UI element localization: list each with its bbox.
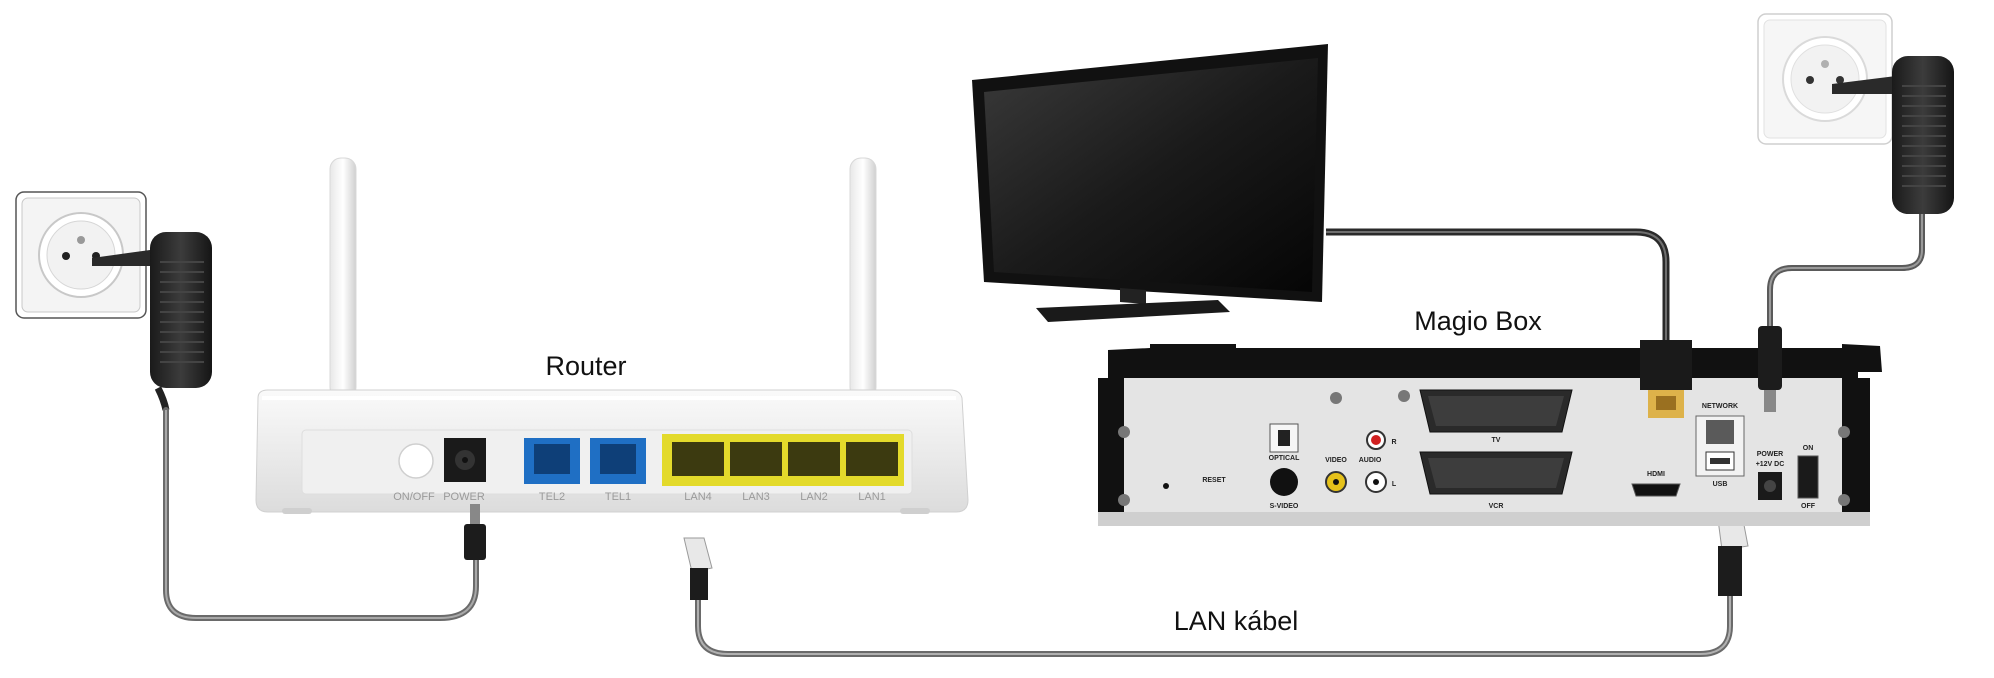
router-label: Router bbox=[545, 351, 626, 381]
box-label-video: VIDEO bbox=[1325, 457, 1347, 464]
box-label-tv: TV bbox=[1492, 437, 1501, 444]
box-label-reset: RESET bbox=[1202, 477, 1226, 484]
router-on-off-button bbox=[398, 443, 434, 479]
router: ON/OFF POWER TEL2 TEL1 LAN4 LAN3 LAN2 LA… bbox=[255, 157, 969, 514]
power-adapter-right bbox=[1832, 56, 1954, 214]
router-port-label-lan2: LAN2 bbox=[800, 491, 828, 503]
television bbox=[972, 44, 1328, 322]
box-label-hdmi: HDMI bbox=[1647, 471, 1665, 478]
box-label-network: NETWORK bbox=[1702, 403, 1738, 410]
router-lan-ports bbox=[662, 434, 904, 486]
box-label-audio-r: R bbox=[1391, 439, 1396, 446]
box-label-power: POWER bbox=[1757, 451, 1783, 458]
wall-socket-right bbox=[1757, 13, 1893, 145]
box-power-plug bbox=[1758, 326, 1782, 412]
box-label-power-rating: +12V DC bbox=[1756, 461, 1785, 468]
lan-plug-left bbox=[683, 537, 713, 600]
router-port-label-power: POWER bbox=[443, 491, 485, 503]
lan-cable-label: LAN kábel bbox=[1174, 606, 1299, 636]
box-label-on: ON bbox=[1803, 445, 1814, 452]
box-label-vcr: VCR bbox=[1489, 503, 1504, 510]
box-power-cable bbox=[1767, 214, 1925, 340]
box-label-off: OFF bbox=[1801, 503, 1816, 510]
box-label-s-video: S-VIDEO bbox=[1270, 503, 1299, 510]
router-port-label-tel1: TEL1 bbox=[605, 491, 631, 503]
power-adapter-left bbox=[92, 232, 212, 411]
box-label-optical: OPTICAL bbox=[1269, 455, 1300, 462]
router-port-label-tel2: TEL2 bbox=[539, 491, 565, 503]
router-power-plug bbox=[464, 504, 486, 560]
router-port-label-lan3: LAN3 bbox=[742, 491, 770, 503]
hdmi-plug bbox=[1640, 340, 1692, 418]
magio-box-label: Magio Box bbox=[1414, 306, 1542, 336]
router-antenna-right bbox=[849, 157, 877, 399]
router-tel-ports bbox=[524, 438, 646, 484]
router-port-label-lan1: LAN1 bbox=[858, 491, 886, 503]
box-label-usb: USB bbox=[1713, 481, 1728, 488]
router-antenna-left bbox=[329, 157, 357, 399]
router-port-label-on-off: ON/OFF bbox=[393, 491, 435, 503]
wall-socket-left bbox=[15, 191, 147, 319]
box-label-audio: AUDIO bbox=[1359, 457, 1382, 464]
router-port-label-lan4: LAN4 bbox=[684, 491, 712, 503]
box-label-audio-l: L bbox=[1392, 481, 1397, 488]
